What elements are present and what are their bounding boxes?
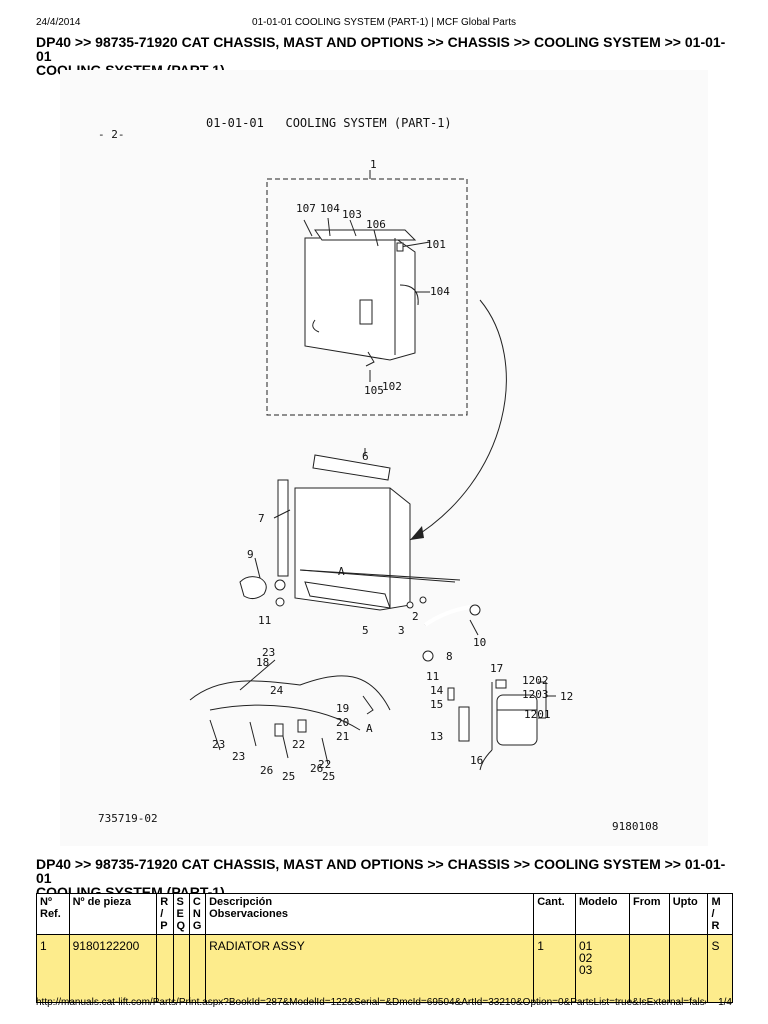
diagram-page-mark: - 2- [98, 128, 125, 141]
callout-label: 21 [336, 730, 349, 743]
callout-label: 11 [426, 670, 439, 683]
callout-label: 23 [262, 646, 275, 659]
callout-label: 103 [342, 208, 362, 221]
callout-label: A [338, 565, 345, 578]
cell-seq [172, 934, 190, 1003]
callout-label: 20 [336, 716, 349, 729]
callout-label: 12 [560, 690, 573, 703]
cell-from [629, 934, 670, 1003]
callout-label: 104 [430, 285, 450, 298]
callout-label: 14 [430, 684, 444, 697]
callout-label: 23 [212, 738, 225, 751]
cell-cng [188, 934, 207, 1003]
col-upto: Upto [668, 893, 709, 935]
callout-label: 22 [292, 738, 305, 751]
callout-label: 102 [382, 380, 402, 393]
callout-label: 18 [256, 656, 269, 669]
callout-label: 15 [430, 698, 443, 711]
col-quantity: Cant. [533, 893, 576, 935]
print-date: 24/4/2014 [36, 17, 81, 28]
callout-label: 101 [426, 238, 446, 251]
cell-upto [668, 934, 709, 1003]
callout-label: 10 [473, 636, 486, 649]
diagram-left-code: 735719-02 [98, 812, 158, 825]
col-from: From [629, 893, 670, 935]
cell-part-number: 9180122200 [68, 934, 158, 1003]
callout-label: 104 [320, 202, 340, 215]
callout-label: 107 [296, 202, 316, 215]
callout-label: 6 [362, 450, 369, 463]
callout-label: 24 [270, 684, 284, 697]
callout-label: 105 [364, 384, 384, 397]
callout-label: 11 [258, 614, 271, 627]
cell-description: RADIATOR ASSY [205, 934, 535, 1003]
col-model: Modelo [575, 893, 630, 935]
cell-ref: 1 [36, 934, 70, 1003]
callout-label: 7 [258, 512, 265, 525]
callout-label: 106 [366, 218, 386, 231]
callout-label: 1203 [522, 688, 549, 701]
callout-label: 26 [260, 764, 273, 777]
diagram-callouts: 1 107 104 103 106 101 104 105 102 6 7 9 … [212, 158, 573, 783]
breadcrumb-line-1: DP40 >> 98735-71920 CAT CHASSIS, MAST AN… [36, 856, 726, 886]
cell-rp [156, 934, 174, 1003]
diagram-right-code: 9180108 [612, 820, 658, 833]
callout-label: 17 [490, 662, 503, 675]
callout-label: 16 [470, 754, 483, 767]
callout-label: 5 [362, 624, 369, 637]
callout-label: 1202 [522, 674, 549, 687]
print-page-title: 01-01-01 COOLING SYSTEM (PART-1) | MCF G… [252, 17, 516, 28]
page-number: 1/4 [718, 997, 732, 1008]
diagram-title: 01-01-01 COOLING SYSTEM (PART-1) [206, 116, 452, 130]
exploded-parts-diagram: - 2- 01-01-01 COOLING SYSTEM (PART-1) [60, 70, 708, 846]
col-part-number: Nº de pieza [68, 893, 158, 935]
col-mr: M/R [707, 893, 733, 935]
callout-label: 26 [310, 762, 323, 775]
cell-quantity: 1 [533, 934, 576, 1003]
col-rp: R/P [156, 893, 174, 935]
callout-label: 25 [322, 770, 335, 783]
callout-label: 1201 [524, 708, 551, 721]
print-url: http://manuals.cat-lift.com/Parts/Print.… [36, 997, 706, 1008]
callout-label: 8 [446, 650, 453, 663]
callout-label: 9 [247, 548, 254, 561]
callout-label: 13 [430, 730, 443, 743]
callout-label: 22 [318, 758, 331, 771]
callout-label: 19 [336, 702, 349, 715]
callout-label: A [366, 722, 373, 735]
breadcrumb-line-1: DP40 >> 98735-71920 CAT CHASSIS, MAST AN… [36, 34, 726, 64]
callout-label: 1 [370, 158, 377, 171]
callout-label: 23 [232, 750, 245, 763]
cell-mr: S [707, 934, 733, 1003]
callout-label: 25 [282, 770, 295, 783]
callout-label: 2 [412, 610, 419, 623]
callout-label: 3 [398, 624, 405, 637]
